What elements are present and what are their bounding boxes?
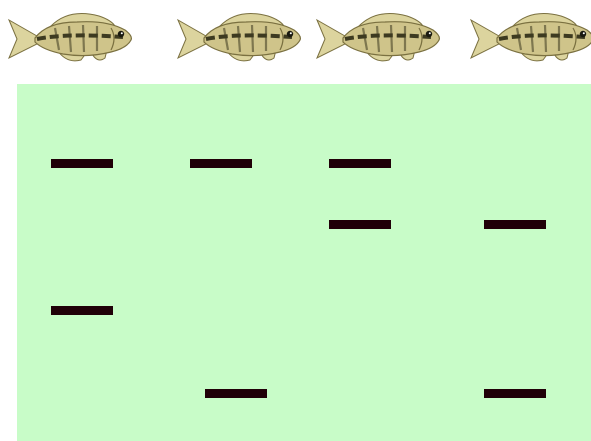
fish-icon-lane-3 — [315, 6, 445, 72]
band-lane-2-2 — [190, 159, 252, 168]
fish-row — [0, 0, 591, 80]
band-lane-1-6 — [51, 306, 113, 315]
gel-panel — [17, 84, 591, 441]
fish-icon-lane-2 — [176, 6, 306, 72]
band-lane-3-3 — [329, 159, 391, 168]
band-lane-4-8 — [484, 389, 546, 398]
band-lane-2-7 — [205, 389, 267, 398]
band-lane-4-5 — [484, 220, 546, 229]
fish-icon-lane-4 — [469, 6, 591, 72]
band-lane-1-1 — [51, 159, 113, 168]
fish-icon-lane-1 — [7, 6, 137, 72]
band-lane-3-4 — [329, 220, 391, 229]
